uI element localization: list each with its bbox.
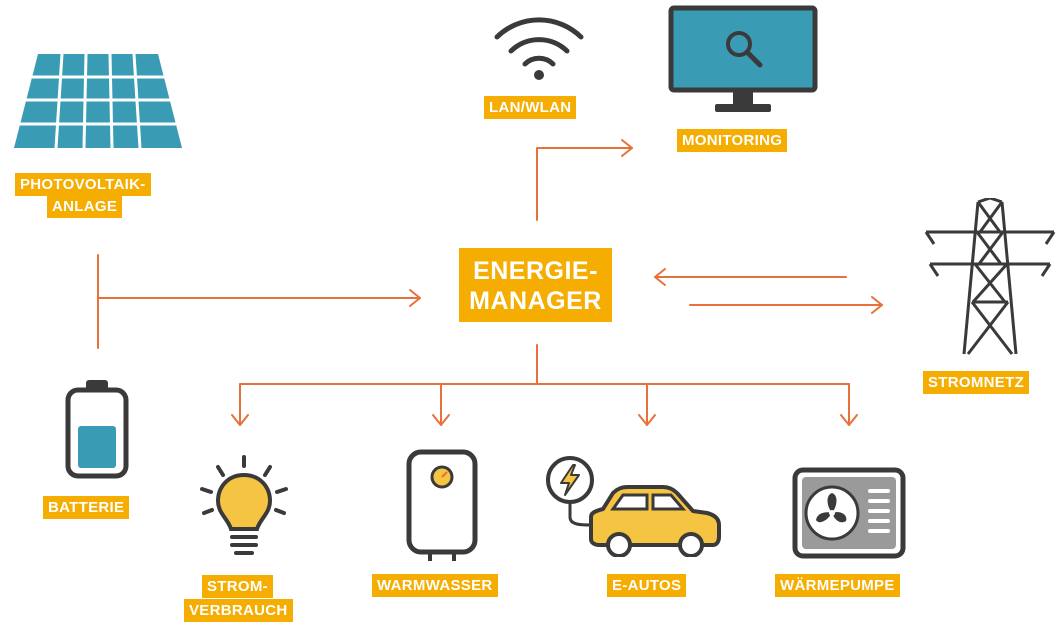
grid-label: STROMNETZ <box>923 371 1030 394</box>
strom-label-line2: VERBRAUCH <box>184 599 293 622</box>
monitor-search-icon <box>668 5 818 112</box>
grid-to-manager-arrowhead <box>654 268 666 286</box>
solar-panel-icon <box>14 53 182 149</box>
manager-to-monitoring-line <box>536 147 633 221</box>
water-heater-icon <box>406 449 478 561</box>
lightbulb-icon <box>200 455 288 555</box>
monitoring-arrowhead <box>621 139 633 157</box>
wifi-icon <box>494 17 584 80</box>
power-pylon-icon <box>924 198 1056 355</box>
monitoring-label: MONITORING <box>677 129 788 152</box>
eautos-label: E-AUTOS <box>607 574 687 597</box>
pv-label-line1: PHOTOVOLTAIK- <box>15 173 151 196</box>
battery-icon <box>65 380 129 479</box>
energy-manager-box: ENERGIE- MANAGER <box>459 248 612 322</box>
pv-to-manager-arrowhead <box>409 289 421 307</box>
electric-car-icon <box>546 456 721 557</box>
pv-label-line2: ANLAGE <box>47 195 123 218</box>
energy-manager-line1: ENERGIE- <box>473 257 598 285</box>
battery-label: BATTERIE <box>43 496 130 519</box>
heat-pump-icon <box>792 467 906 559</box>
energy-manager-line2: MANAGER <box>469 287 602 315</box>
waermepumpe-label: WÄRMEPUMPE <box>775 574 900 597</box>
lan-label: LAN/WLAN <box>484 96 577 119</box>
manager-to-grid-arrowhead <box>871 296 883 314</box>
strom-label-line1: STROM- <box>202 575 273 598</box>
warmwasser-label: WARMWASSER <box>372 574 498 597</box>
